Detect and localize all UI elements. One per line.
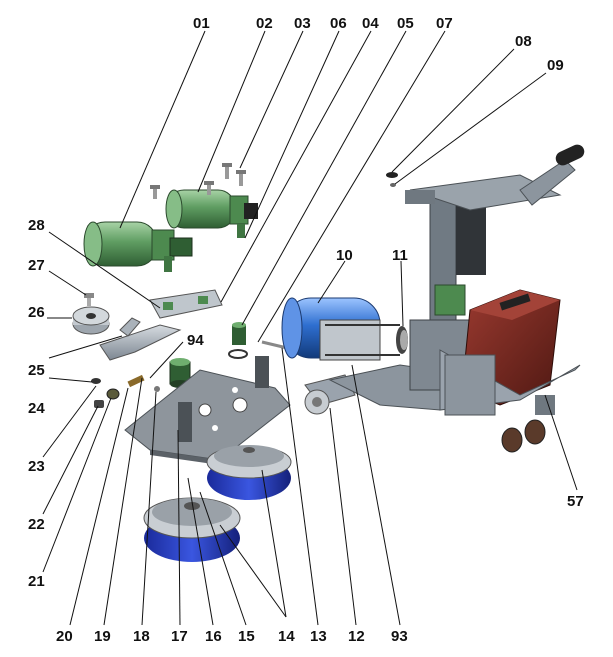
callout-25: 25 (28, 362, 45, 379)
callout-05: 05 (397, 15, 414, 32)
leader-lines (42, 30, 578, 626)
screws-03 (150, 163, 246, 199)
callout-04: 04 (362, 15, 379, 32)
callout-10: 10 (336, 247, 353, 264)
callout-09: 09 (547, 57, 564, 74)
callout-26: 26 (28, 304, 45, 321)
callout-12: 12 (348, 628, 365, 645)
callout-01: 01 (193, 15, 210, 32)
motor-02 (165, 189, 258, 238)
callout-13: 13 (310, 628, 327, 645)
callout-27: 27 (28, 257, 45, 274)
callout-24: 24 (28, 400, 45, 417)
pulley-11 (396, 326, 408, 354)
callout-93: 93 (391, 628, 408, 645)
heater-unit-57 (439, 289, 581, 453)
callout-28: 28 (28, 217, 45, 234)
callout-57: 57 (567, 493, 584, 510)
callout-23: 23 (28, 458, 45, 475)
callout-21: 21 (28, 573, 45, 590)
bracket-28 (149, 289, 223, 319)
screw-27 (84, 293, 94, 306)
callout-19: 19 (94, 628, 111, 645)
callout-02: 02 (256, 15, 273, 32)
callout-18: 18 (133, 628, 150, 645)
pad-14-rear (206, 445, 292, 500)
callout-08: 08 (515, 33, 532, 50)
bracket-25 (99, 317, 182, 361)
callout-16: 16 (205, 628, 222, 645)
callout-17: 17 (171, 628, 188, 645)
callout-07: 07 (436, 15, 453, 32)
callout-labels: 01 02 03 06 04 05 07 08 09 28 27 26 25 2… (28, 15, 584, 645)
callout-15: 15 (238, 628, 255, 645)
main-frame-93 (328, 144, 585, 411)
callout-11: 11 (392, 247, 408, 264)
callout-03: 03 (294, 15, 311, 32)
motor-10 (281, 297, 400, 361)
motor-01 (83, 221, 193, 272)
callout-22: 22 (28, 516, 45, 533)
fitting-05 (228, 322, 248, 359)
cam-26 (72, 306, 110, 335)
callout-14: 14 (278, 628, 295, 645)
small-parts-left (91, 374, 160, 408)
pad-14-front (143, 497, 241, 562)
callout-94: 94 (187, 332, 204, 349)
base-plate-17 (124, 356, 291, 465)
callout-06: 06 (330, 15, 347, 32)
callout-20: 20 (56, 628, 73, 645)
washer-08-09 (386, 172, 398, 187)
